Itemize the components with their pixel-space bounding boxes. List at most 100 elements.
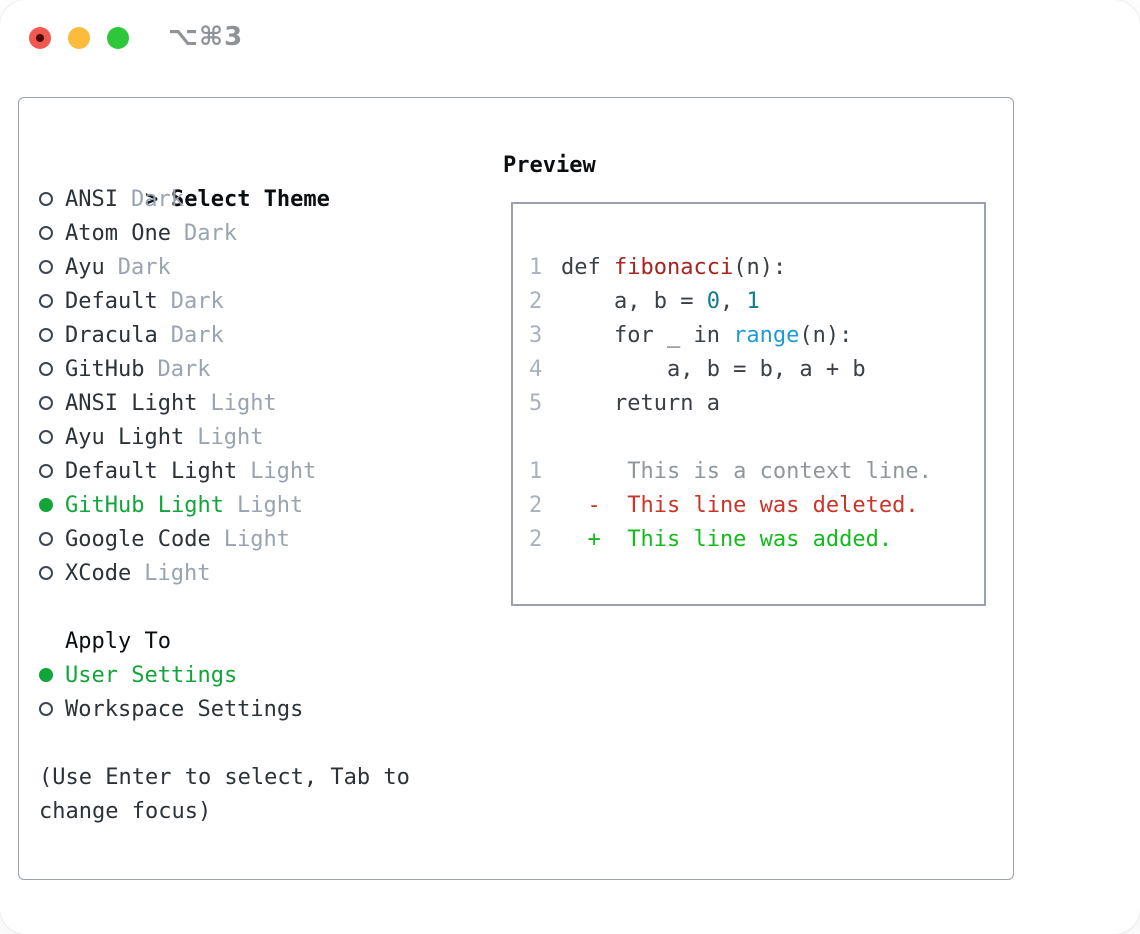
radio-icon <box>39 429 53 444</box>
radio-icon <box>39 701 53 716</box>
theme-name: Dracula <box>65 323 158 348</box>
theme-variant: Dark <box>170 323 224 348</box>
code-token-add: + This line was added. <box>561 527 893 552</box>
radio-icon <box>39 259 53 274</box>
theme-option[interactable]: Dracula Dark <box>39 319 330 353</box>
line-number: 1 <box>529 459 543 484</box>
apply-option-label: Workspace Settings <box>65 697 304 722</box>
theme-variant: Light <box>223 527 290 552</box>
apply-option[interactable]: User Settings <box>39 659 303 693</box>
theme-variant: Light <box>144 561 211 586</box>
theme-list-title-label: Select Theme <box>170 187 330 212</box>
radio-icon <box>39 531 53 546</box>
theme-variant: Dark <box>117 255 171 280</box>
radio-icon <box>39 327 53 342</box>
theme-name: Default <box>65 289 158 314</box>
theme-option[interactable]: Ayu Light Light <box>39 421 330 455</box>
code-token-code: a, b = b, a + b <box>561 357 866 382</box>
code-token-number: 1 <box>746 289 760 314</box>
code-line: 1 This is a context line. <box>529 455 984 489</box>
line-number: 2 <box>529 289 543 314</box>
line-number: 4 <box>529 357 543 382</box>
theme-option[interactable]: Default Dark <box>39 285 330 319</box>
line-number: 2 <box>529 493 543 518</box>
theme-name: ANSI <box>65 187 118 212</box>
radio-icon <box>39 191 53 206</box>
line-number: 1 <box>529 255 543 280</box>
title-bar: ⌥⌘3 <box>0 0 1140 76</box>
code-token-del: - This line was deleted. <box>561 493 919 518</box>
theme-name: GitHub Light <box>65 493 224 518</box>
theme-option[interactable]: Default Light Light <box>39 455 330 489</box>
theme-option[interactable]: GitHub Light Light <box>39 489 330 523</box>
theme-name: Ayu Light <box>65 425 185 450</box>
code-token-func: fibonacci <box>613 255 734 280</box>
code-token-code: (n): <box>799 323 853 348</box>
line-number: 5 <box>529 391 543 416</box>
theme-name: Default Light <box>65 459 238 484</box>
code-token-code: , <box>719 289 747 314</box>
radio-selected-icon <box>39 497 53 512</box>
theme-name: Google Code <box>65 527 211 552</box>
theme-name: XCode <box>65 561 132 586</box>
hint-line-2: change focus) <box>39 799 212 824</box>
code-line: 2 + This line was added. <box>529 523 984 557</box>
theme-name: ANSI Light <box>65 391 198 416</box>
apply-option[interactable]: Workspace Settings <box>39 693 303 727</box>
apply-option-label: User Settings <box>65 663 238 688</box>
window-title: ⌥⌘3 <box>168 22 244 52</box>
theme-variant: Dark <box>157 357 211 382</box>
theme-variant: Light <box>236 493 304 518</box>
hint-text: (Use Enter to select, Tab to change focu… <box>39 761 410 829</box>
radio-icon <box>39 293 53 308</box>
hint-line-1: (Use Enter to select, Tab to <box>39 765 410 790</box>
theme-variant: Dark <box>130 187 184 212</box>
theme-option[interactable]: Google Code Light <box>39 523 330 557</box>
code-token-code: def <box>561 255 614 280</box>
preview-title: Preview <box>503 153 596 178</box>
theme-option[interactable]: ANSI Light Light <box>39 387 330 421</box>
code-token-number: 0 <box>706 289 720 314</box>
code-token-ctx: This is a context line. <box>561 459 932 484</box>
code-line: 3 for _ in range(n): <box>529 319 984 353</box>
code-token-builtin: range <box>733 323 800 348</box>
theme-option[interactable]: ANSI Dark <box>39 183 330 217</box>
theme-variant: Light <box>210 391 277 416</box>
code-token-code: return a <box>561 391 720 416</box>
code-line: 1 def fibonacci(n): <box>529 251 984 285</box>
radio-icon <box>39 395 53 410</box>
line-number: 2 <box>529 527 543 552</box>
theme-variant: Light <box>250 459 317 484</box>
radio-icon <box>39 225 53 240</box>
code-line: 2 - This line was deleted. <box>529 489 984 523</box>
theme-option[interactable]: XCode Light <box>39 557 330 591</box>
theme-variant: Dark <box>170 289 224 314</box>
radio-selected-icon <box>39 667 53 682</box>
theme-variant: Light <box>197 425 264 450</box>
code-line: 4 a, b = b, a + b <box>529 353 984 387</box>
minimize-button[interactable] <box>68 27 90 49</box>
radio-icon <box>39 565 53 580</box>
radio-icon <box>39 361 53 376</box>
theme-name: GitHub <box>65 357 145 382</box>
code-token-code: for _ in <box>561 323 734 348</box>
theme-option[interactable]: GitHub Dark <box>39 353 330 387</box>
close-button[interactable] <box>29 27 51 49</box>
code-token-code: (n): <box>733 255 787 280</box>
radio-icon <box>39 463 53 478</box>
code-line: 5 return a <box>529 387 984 421</box>
selection-arrow-icon: > <box>144 187 159 212</box>
code-line: 2 a, b = 0, 1 <box>529 285 984 319</box>
blank-line <box>529 421 984 455</box>
line-number: 3 <box>529 323 543 348</box>
zoom-button[interactable] <box>107 27 129 49</box>
code-token-code: a, b = <box>561 289 707 314</box>
